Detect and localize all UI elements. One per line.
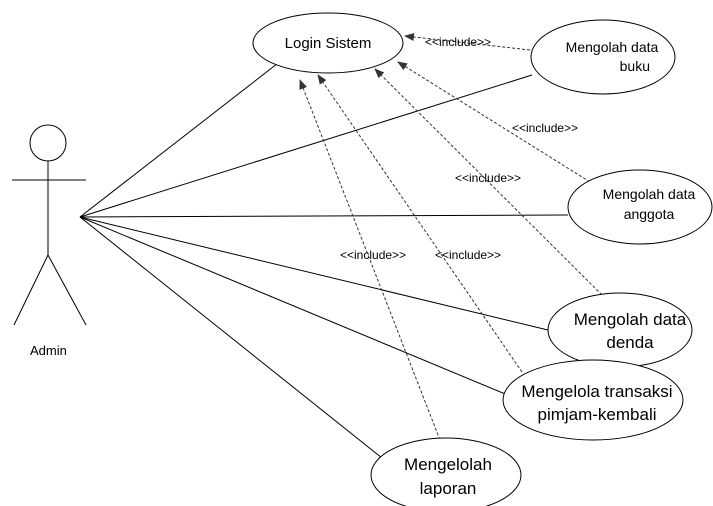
- use-case-mengolah-data-anggota: [567, 169, 713, 245]
- include-label-anggota: <<include>>: [512, 121, 578, 135]
- use-case-transaksi-label-line2: pimjam-kembali: [537, 405, 656, 424]
- use-case-login-label: Login Sistem: [285, 35, 372, 52]
- use-case-anggota-label-line1: Mengolah data: [603, 186, 696, 202]
- actor-right-leg: [47, 254, 87, 326]
- include-labels: <<include>> <<include>> <<include>> <<in…: [340, 35, 578, 262]
- include-arrow-transaksi: [317, 74, 523, 373]
- association-denda: [79, 216, 549, 331]
- include-arrow-laporan: [299, 79, 441, 441]
- actor-left-leg: [13, 254, 49, 326]
- actor-admin: [12, 124, 87, 326]
- use-case-denda-label-line2: denda: [606, 333, 654, 352]
- association-anggota: [79, 214, 569, 218]
- association-laporan: [79, 216, 383, 459]
- use-case-mengolah-data-denda: [547, 292, 693, 368]
- use-case-mengelola-transaksi: [502, 359, 684, 441]
- actor-head: [29, 124, 67, 162]
- use-cases: [252, 12, 713, 506]
- use-case-denda-label-line1: Mengolah data: [574, 310, 687, 329]
- use-case-mengelolah-laporan: [370, 437, 522, 506]
- include-label-buku: <<include>>: [425, 35, 491, 49]
- association-buku: [79, 74, 533, 218]
- association-login: [79, 59, 283, 218]
- use-case-transaksi-label-line1: Mengelola transaksi: [521, 382, 672, 401]
- use-case-login-sistem: [252, 12, 404, 74]
- association-transaksi: [79, 216, 511, 397]
- use-case-labels: Login Sistem Mengolah data buku Mengolah…: [285, 35, 696, 498]
- actor-label: Admin: [30, 343, 67, 358]
- use-case-laporan-label-line2: laporan: [420, 479, 477, 498]
- include-arrow-denda: [374, 68, 603, 296]
- use-case-laporan-label-line1: Mengelolah: [404, 455, 492, 474]
- include-label-transaksi: <<include>>: [435, 248, 501, 262]
- use-case-buku-label-line2: buku: [620, 58, 650, 74]
- associations: [79, 59, 569, 459]
- include-arrow-anggota: [397, 61, 591, 183]
- use-case-anggota-label-line2: anggota: [624, 206, 675, 222]
- use-case-buku-label-line1: Mengolah data: [566, 39, 659, 55]
- include-arrow-buku: [404, 33, 531, 51]
- include-dependencies: [299, 33, 603, 441]
- use-case-mengolah-data-buku: [530, 19, 676, 95]
- include-label-denda: <<include>>: [455, 171, 521, 185]
- include-label-laporan: <<include>>: [340, 248, 406, 262]
